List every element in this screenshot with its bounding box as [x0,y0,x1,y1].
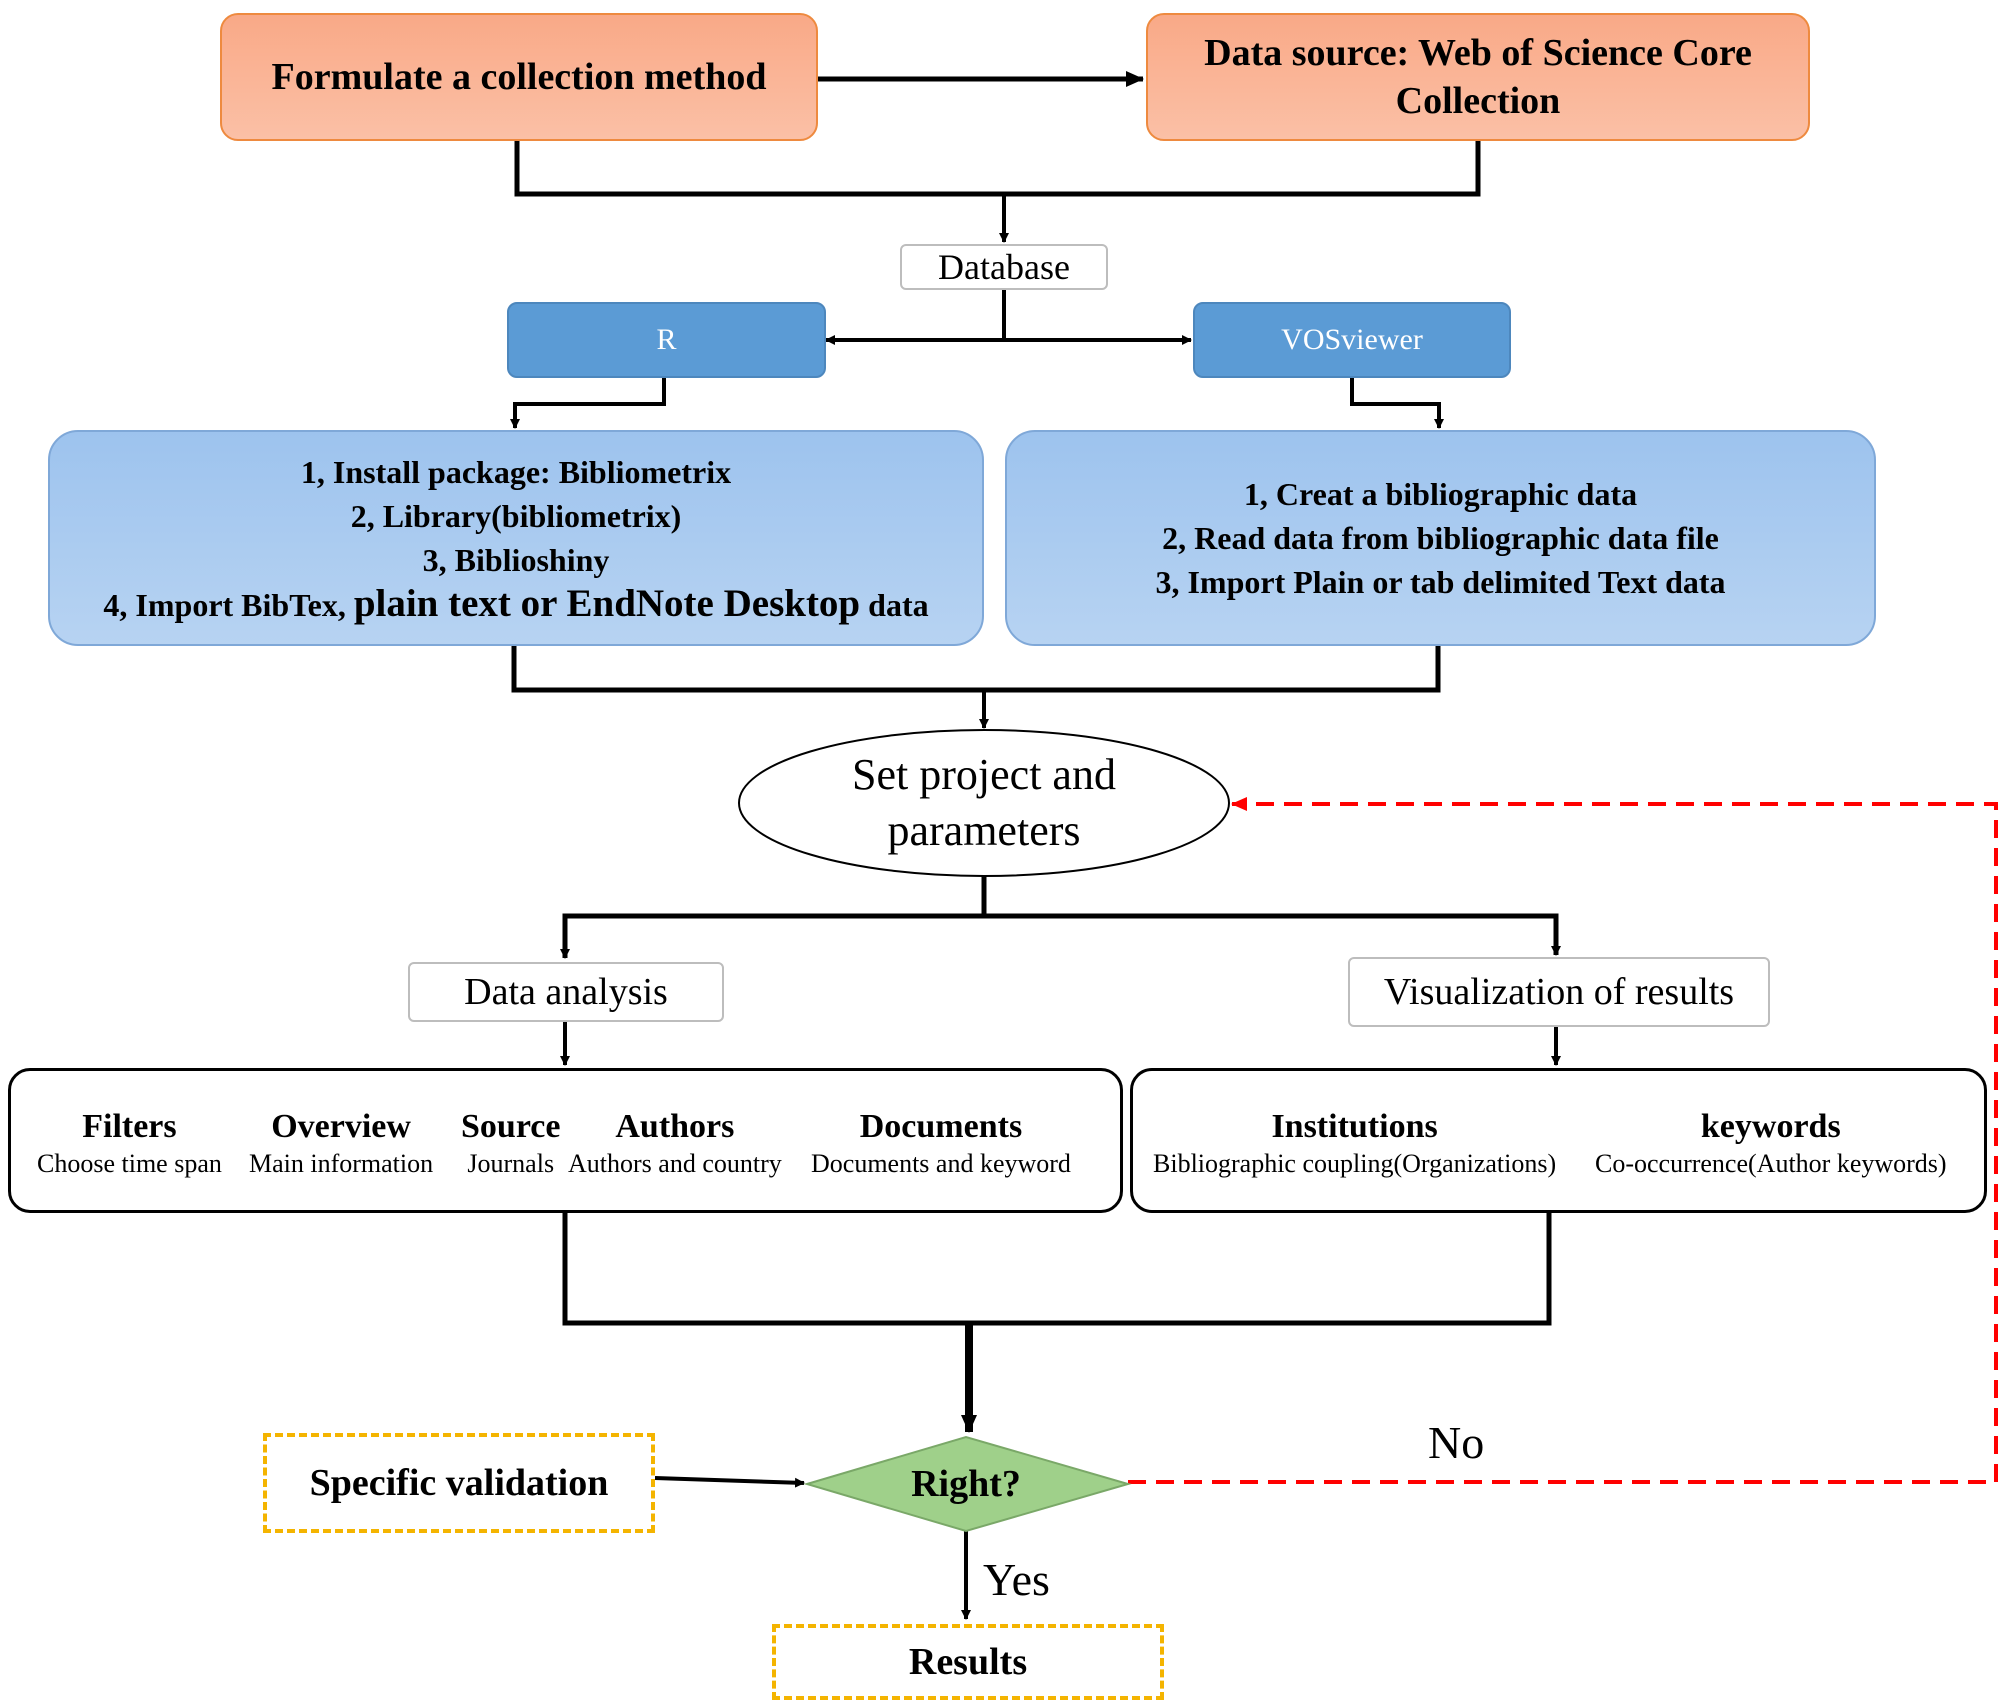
vos-steps-panel: 1, Creat a bibliographic data 2, Read da… [1005,430,1876,646]
arrow-r-to-steps [510,378,666,429]
arrow-to-data-analysis [560,913,984,959]
r-step-4-b: plain text or EndNote Desktop [353,581,861,625]
analysis-item-source: Source Journals [461,1107,560,1181]
data-source-line-2: Collection [1395,80,1561,122]
analysis-item-heading: Documents [859,1108,1023,1145]
analysis-item-heading: Overview [271,1108,411,1145]
formulate-node: Formulate a collection method [220,13,818,141]
specific-validation-label: Specific validation [309,1462,609,1504]
formulate-label: Formulate a collection method [271,56,767,98]
visual-item-keywords: keywords Co-occurrence(Author keywords) [1595,1107,1947,1181]
analysis-item-sub: Authors and country [568,1149,782,1178]
vosviewer-node: VOSviewer [1193,302,1511,378]
r-node: R [507,302,826,378]
right-label: Right? [911,1463,1021,1505]
data-source-line-1: Data source: Web of Science Core [1204,32,1752,74]
r-step-4-a: 4, Import BibTex, [103,586,354,623]
right-diamond [803,1435,1132,1533]
arrow-vos-to-steps [1350,378,1444,429]
edge-label-no: No [1428,1417,1485,1468]
set-project-ellipse [738,729,1230,877]
right-node: Right? [866,1460,1066,1508]
visualization-node: Visualization of results [1348,957,1770,1027]
visual-item-heading: Institutions [1271,1108,1438,1145]
set-project-line-2: parameters [887,806,1081,855]
visual-item-heading: keywords [1700,1108,1841,1145]
analysis-item-documents: Documents Documents and keyword [811,1107,1071,1181]
analysis-item-heading: Source [461,1108,561,1145]
visual-items-box: Institutions Bibliographic coupling(Orga… [1130,1068,1987,1213]
set-project-line-1: Set project and [852,750,1116,799]
analysis-item-sub: Documents and keyword [811,1149,1071,1178]
analysis-item-sub: Journals [467,1149,555,1178]
analysis-item-sub: Choose time span [37,1149,222,1178]
analysis-item-authors: Authors Authors and country [568,1107,782,1181]
vosviewer-label: VOSviewer [1281,323,1423,356]
data-source-node: Data source: Web of Science Core Collect… [1146,13,1810,141]
data-analysis-label: Data analysis [464,971,668,1013]
analysis-item-overview: Overview Main information [249,1107,433,1181]
results-node: Results [772,1624,1164,1700]
line-formulate-down [514,141,1481,197]
arrow-validation-to-right [654,1476,805,1488]
visual-item-sub: Co-occurrence(Author keywords) [1595,1149,1947,1178]
specific-validation-node: Specific validation [263,1433,655,1533]
r-step-1: 1, Install package: Bibliometrix [300,453,732,490]
r-step-4-c: data [860,586,929,623]
set-project-node: Set project and parameters [750,740,1218,866]
visual-item-sub: Bibliographic coupling(Organizations) [1153,1149,1557,1178]
analysis-item-sub: Main information [249,1149,434,1178]
vos-step-1: 1, Creat a bibliographic data [1243,476,1638,512]
analysis-item-filters: Filters Choose time span [37,1107,222,1181]
r-step-3: 3, Biblioshiny [422,541,610,578]
vos-step-3: 3, Import Plain or tab delimited Text da… [1155,564,1726,600]
results-label: Results [908,1641,1028,1683]
visualization-label: Visualization of results [1383,971,1735,1013]
vos-step-2: 2, Read data from bibliographic data fil… [1162,520,1719,556]
arrow-to-visualization [984,913,1561,956]
r-step-4: 4, Import BibTex, plain text or EndNote … [103,582,928,627]
analysis-item-heading: Authors [615,1108,735,1145]
feedback-loop-no [1128,797,1998,1484]
r-step-2: 2, Library(bibliometrix) [350,497,682,534]
database-label: Database [938,247,1070,287]
analysis-items-box: Filters Choose time span Overview Main i… [8,1068,1123,1213]
analysis-item-heading: Filters [82,1108,177,1145]
r-steps-panel: 1, Install package: Bibliometrix 2, Libr… [48,430,984,646]
data-analysis-node: Data analysis [408,962,724,1022]
visual-item-institutions: Institutions Bibliographic coupling(Orga… [1153,1107,1556,1181]
database-node: Database [900,244,1108,290]
edge-label-yes: Yes [983,1554,1050,1605]
r-label: R [656,323,677,356]
